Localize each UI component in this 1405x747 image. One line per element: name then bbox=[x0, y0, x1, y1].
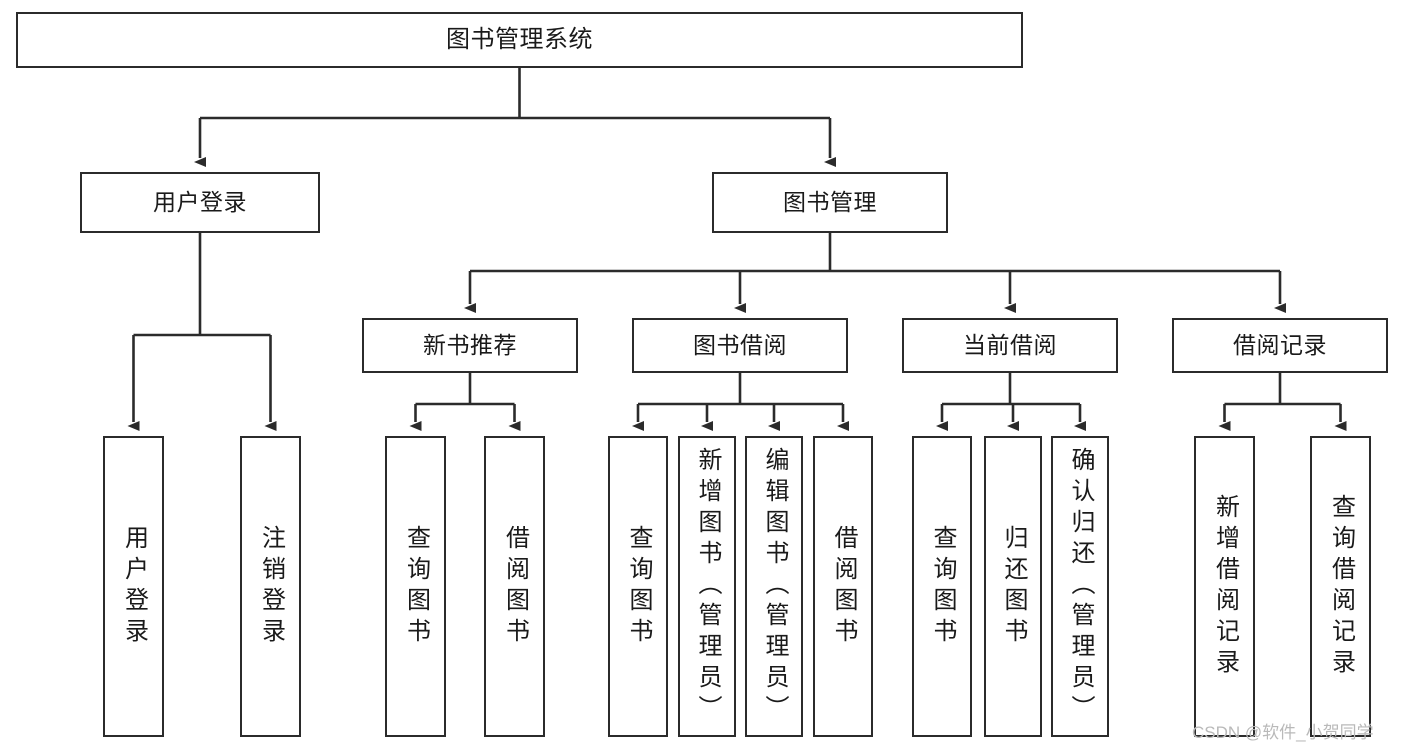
leaf-query-book-current[interactable]: 查询图书 bbox=[912, 436, 972, 737]
node-label: 图书借阅 bbox=[693, 331, 787, 358]
node-label: 借阅图书 bbox=[501, 524, 529, 649]
node-label: 借阅记录 bbox=[1233, 331, 1327, 358]
leaf-confirm-return-admin[interactable]: 确认归还（管理员） bbox=[1051, 436, 1109, 737]
node-label: 当前借阅 bbox=[963, 331, 1057, 358]
node-book-borrow[interactable]: 图书借阅 bbox=[632, 318, 848, 373]
node-borrow-records[interactable]: 借阅记录 bbox=[1172, 318, 1388, 373]
node-label: 新增图书（管理员） bbox=[694, 447, 721, 726]
node-label: 确认归还（管理员） bbox=[1067, 447, 1094, 726]
leaf-logout[interactable]: 注销登录 bbox=[240, 436, 301, 737]
leaf-query-book-borrow[interactable]: 查询图书 bbox=[608, 436, 668, 737]
leaf-add-book-admin[interactable]: 新增图书（管理员） bbox=[678, 436, 736, 737]
node-user-login[interactable]: 用户登录 bbox=[80, 172, 320, 233]
node-label: 归还图书 bbox=[1000, 524, 1027, 649]
leaf-query-borrow-record[interactable]: 查询借阅记录 bbox=[1310, 436, 1371, 737]
leaf-borrow-book[interactable]: 借阅图书 bbox=[813, 436, 873, 737]
leaf-edit-book-admin[interactable]: 编辑图书（管理员） bbox=[745, 436, 803, 737]
leaf-return-book[interactable]: 归还图书 bbox=[984, 436, 1042, 737]
node-label: 查询图书 bbox=[402, 524, 430, 649]
node-label: 新增借阅记录 bbox=[1211, 493, 1239, 680]
node-current-borrow[interactable]: 当前借阅 bbox=[902, 318, 1118, 373]
node-label: 图书管理 bbox=[783, 188, 877, 215]
node-label: 注销登录 bbox=[257, 524, 285, 649]
node-label: 查询图书 bbox=[625, 524, 652, 649]
node-label: 借阅图书 bbox=[830, 524, 857, 649]
node-book-management[interactable]: 图书管理 bbox=[712, 172, 948, 233]
leaf-query-book-rec[interactable]: 查询图书 bbox=[385, 436, 446, 737]
node-label: 用户登录 bbox=[120, 524, 148, 649]
node-label: 查询借阅记录 bbox=[1327, 493, 1355, 680]
leaf-borrow-book-rec[interactable]: 借阅图书 bbox=[484, 436, 545, 737]
node-label: 图书管理系统 bbox=[446, 25, 593, 53]
node-label: 查询图书 bbox=[929, 524, 956, 649]
node-root-system[interactable]: 图书管理系统 bbox=[16, 12, 1023, 68]
node-label: 新书推荐 bbox=[423, 331, 517, 358]
node-label: 用户登录 bbox=[153, 188, 247, 215]
node-new-book-recommend[interactable]: 新书推荐 bbox=[362, 318, 578, 373]
leaf-add-borrow-record[interactable]: 新增借阅记录 bbox=[1194, 436, 1255, 737]
node-label: 编辑图书（管理员） bbox=[761, 447, 788, 726]
leaf-user-login[interactable]: 用户登录 bbox=[103, 436, 164, 737]
